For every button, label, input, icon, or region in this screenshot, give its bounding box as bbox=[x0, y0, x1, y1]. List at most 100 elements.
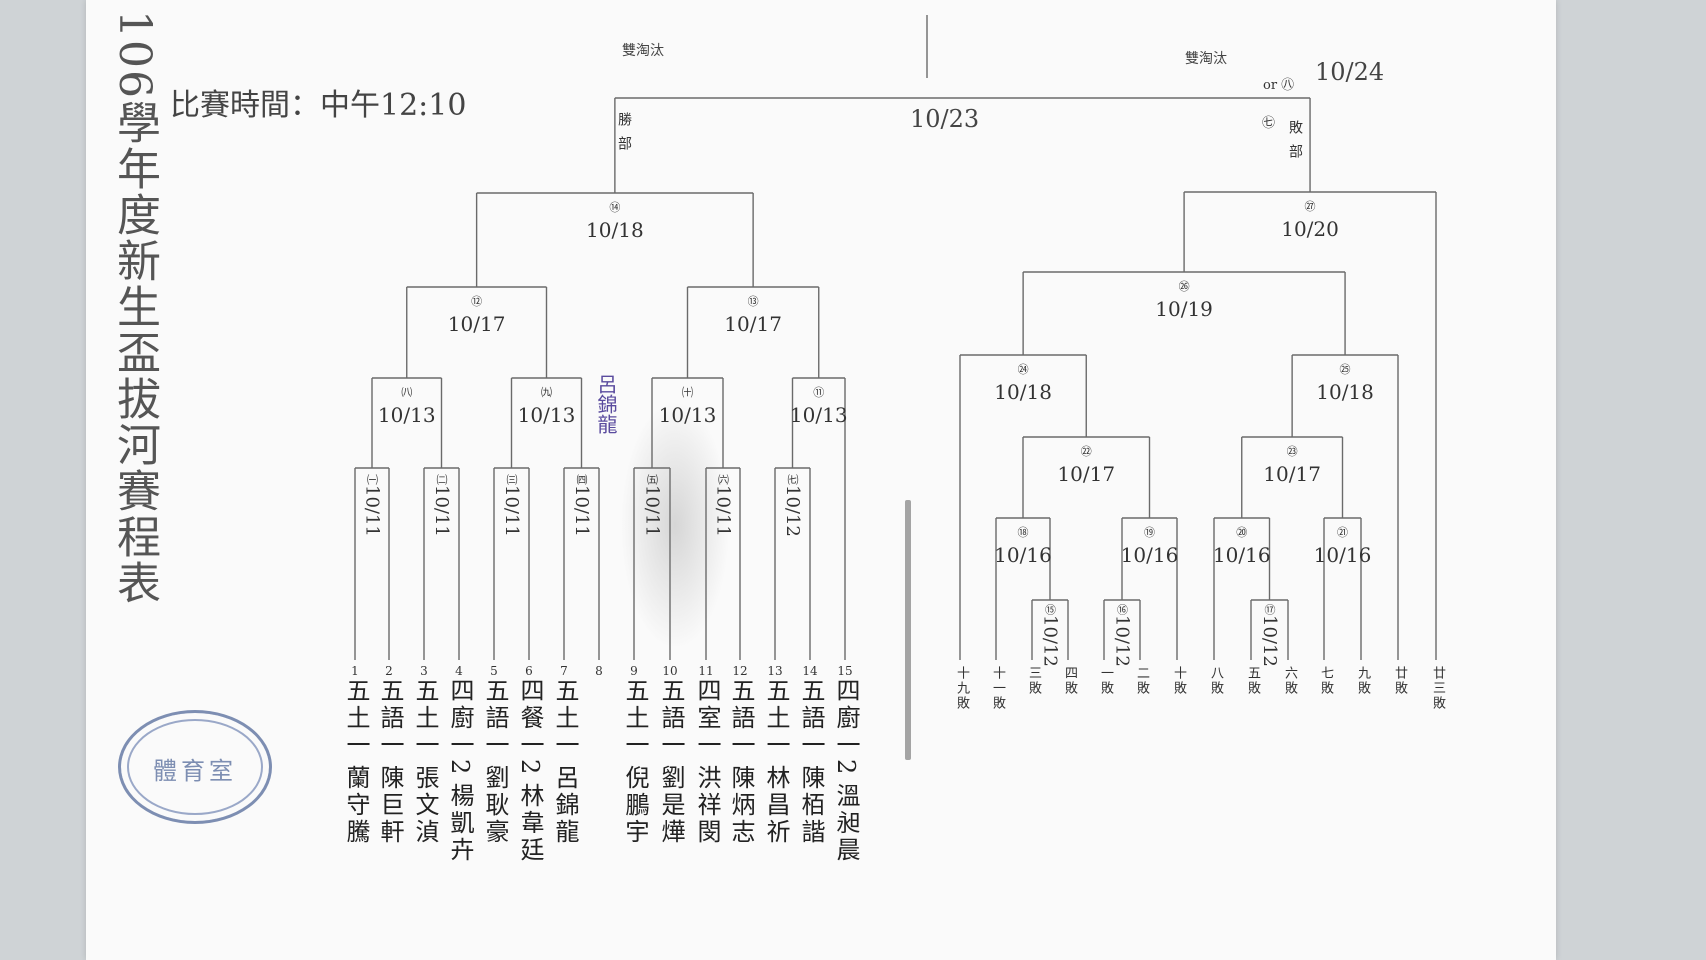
game-date-l10: ㉔ 10/18 bbox=[994, 359, 1052, 403]
game-number: ⑰ bbox=[1263, 604, 1276, 615]
game-date-g10: ㈩10/13 bbox=[659, 382, 717, 426]
game-date: 10/17 bbox=[447, 312, 506, 336]
game-number: ⑮ bbox=[1043, 604, 1057, 615]
loser-slot: 十九敗 bbox=[954, 666, 969, 711]
game-date-g2: ㈡10/11 bbox=[431, 474, 452, 537]
team-class: 五土一 bbox=[411, 678, 439, 759]
game-number: ㉒ bbox=[1080, 445, 1092, 458]
team-captain: 陳栢諧 bbox=[797, 765, 825, 846]
bracket-sheet bbox=[86, 0, 1556, 960]
game-date: 10/11 bbox=[641, 485, 663, 537]
game-date: 10/18 bbox=[994, 380, 1052, 404]
game-date: 10/20 bbox=[1281, 217, 1339, 241]
game-number: ㉖ bbox=[1178, 280, 1190, 293]
game-date: 10/11 bbox=[361, 485, 383, 537]
loser-slot: 五敗 bbox=[1245, 666, 1260, 696]
game-date: 10/11 bbox=[712, 485, 734, 537]
team-captain: 呂錦龍 bbox=[551, 765, 579, 846]
game-date: 10/17 bbox=[1263, 462, 1321, 486]
game-number: ㈢ bbox=[505, 474, 518, 485]
loser-slot: 四敗 bbox=[1062, 666, 1077, 696]
game-number: ㉔ bbox=[1017, 363, 1029, 376]
team-class: 四廚一2 bbox=[446, 678, 474, 778]
slot-number: 6 bbox=[525, 664, 533, 678]
scan-fold-mark bbox=[905, 500, 911, 760]
slot-number: 7 bbox=[560, 664, 568, 678]
team-captain: 蘭守騰 bbox=[342, 765, 370, 846]
loser-slot: 七敗 bbox=[1318, 666, 1333, 696]
slot-number: 14 bbox=[802, 664, 818, 678]
team-captain: 楊凱卉 bbox=[446, 783, 474, 865]
slot-number: 8 bbox=[595, 664, 603, 678]
team-class: 四餐一2 bbox=[516, 678, 544, 778]
game-date: 10/12 bbox=[1259, 615, 1280, 667]
loser-slot: 九敗 bbox=[1355, 666, 1370, 696]
slot-number: 12 bbox=[732, 664, 748, 678]
game-number: ㈨ bbox=[540, 386, 552, 399]
loser-slot: 一敗 bbox=[1098, 666, 1113, 696]
game-date: 10/13 bbox=[789, 403, 848, 427]
game-date: 10/18 bbox=[586, 218, 644, 242]
alt-final-date: 10/24 bbox=[1315, 58, 1385, 86]
page-title: 106學年度新生盃拔河賽程表 bbox=[109, 10, 160, 606]
game-date: 10/12 bbox=[1111, 615, 1133, 667]
game-number: ⑪ bbox=[813, 386, 825, 399]
game-date: 10/16 bbox=[994, 543, 1052, 567]
game-date-l2: ⑯10/12 bbox=[1112, 604, 1133, 667]
game-number: ㉕ bbox=[1339, 363, 1351, 376]
game-date: 10/11 bbox=[431, 485, 452, 537]
header-right: 雙淘汰 bbox=[1185, 51, 1227, 67]
game-number: ㈥ bbox=[716, 474, 730, 485]
game-date: 10/13 bbox=[658, 403, 717, 427]
slot-number: 10 bbox=[662, 664, 678, 678]
match-time-note: 比賽時間：中午12:10 bbox=[170, 88, 467, 123]
slot-number: 15 bbox=[837, 664, 853, 678]
game-date: 10/16 bbox=[1120, 543, 1179, 567]
team-class: 五土一 bbox=[621, 678, 649, 759]
slot-number: 9 bbox=[630, 664, 638, 678]
team-captain: 陳巨軒 bbox=[376, 765, 404, 846]
team-class: 五土一 bbox=[762, 678, 790, 759]
handwritten-note: 呂錦龍 bbox=[594, 374, 618, 434]
loser-slot: 八敗 bbox=[1208, 666, 1223, 696]
game-date-l3: ⑰10/12 bbox=[1259, 604, 1280, 667]
slot-number: 3 bbox=[420, 664, 428, 678]
game-date-l1: ⑮10/12 bbox=[1040, 604, 1061, 667]
stamp-text: 體育室 bbox=[153, 757, 237, 785]
team-class: 五語一 bbox=[481, 678, 509, 759]
team-captain: 劉是燁 bbox=[657, 765, 685, 846]
game-date-g3: ㈢10/11 bbox=[501, 474, 522, 537]
game-date: 10/16 bbox=[1313, 543, 1372, 567]
slot-number: 11 bbox=[698, 664, 714, 678]
game-date: 10/12 bbox=[1039, 615, 1061, 667]
slot-number: 13 bbox=[767, 664, 783, 678]
scan-smudge bbox=[620, 400, 730, 650]
game-number: ⑳ bbox=[1236, 526, 1248, 539]
loser-slot: 廿敗 bbox=[1392, 666, 1407, 696]
game-number: ㈦ bbox=[786, 474, 799, 485]
game-date-g11: ⑪ 10/13 bbox=[790, 382, 848, 426]
loser-slot: 十一敗 bbox=[990, 666, 1005, 711]
game-date-g5: ㈤10/11 bbox=[642, 474, 663, 537]
game-number: ㈡ bbox=[435, 474, 448, 485]
game-date-l6: ⑳ 10/16 bbox=[1213, 522, 1271, 566]
game-number: ㈣ bbox=[575, 474, 588, 485]
game-number: ⑯ bbox=[1115, 604, 1129, 615]
game-date: 10/13 bbox=[517, 403, 576, 427]
game-date: 10/16 bbox=[1212, 543, 1271, 567]
